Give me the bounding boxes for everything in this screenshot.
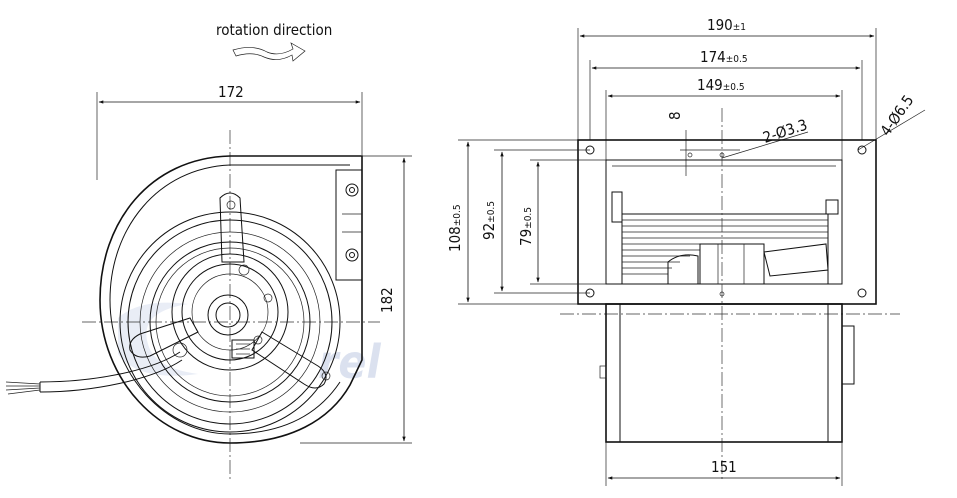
- dim-front-height: 182: [378, 287, 396, 313]
- rotation-label: rotation direction: [216, 21, 332, 39]
- motor-hub: [207, 294, 249, 336]
- side-view: 190±1 174±0.5 149±0.5 8 2-Ø3.3 4-Ø6.5: [446, 16, 926, 486]
- outlet-flange: [335, 169, 363, 281]
- dim-height-79: 79±0.5: [517, 207, 535, 246]
- corner-hole-br: [857, 288, 867, 298]
- outlet-opening: [605, 159, 843, 285]
- dim-front-width: 172: [218, 83, 244, 101]
- watermark: rel: [118, 302, 381, 389]
- dim-small-gap: 8: [666, 111, 684, 120]
- dim-inner-width: 149±0.5: [697, 76, 745, 94]
- motor-outer: [171, 253, 289, 371]
- support-strut-top: [219, 192, 245, 263]
- dim-overall-width: 190±1: [707, 16, 746, 34]
- rotation-arrow-icon: [232, 42, 306, 62]
- mounting-flange: [577, 139, 877, 305]
- rotation-direction: rotation direction: [216, 21, 332, 62]
- power-cable: [39, 351, 181, 383]
- terminal-block: [231, 339, 255, 359]
- support-strut-left: [129, 317, 199, 358]
- mount-holes-label: 2-Ø3.3: [761, 116, 810, 147]
- housing-body: [605, 303, 843, 443]
- cable-wires: [5, 381, 41, 395]
- motor-body: [699, 243, 765, 285]
- housing-scroll: [99, 155, 363, 444]
- support-strut-right: [251, 331, 327, 389]
- dim-bottom-width: 151: [711, 458, 737, 476]
- dim-height-108: 108±0.5: [446, 204, 464, 252]
- corner-hole-tr: [857, 145, 867, 155]
- dim-mid-width: 174±0.5: [700, 48, 748, 66]
- corner-holes-label: 4-Ø6.5: [877, 92, 918, 140]
- front-view: 172 182: [5, 83, 412, 482]
- dim-height-92: 92±0.5: [480, 201, 498, 240]
- watermark-text: rel: [318, 335, 381, 389]
